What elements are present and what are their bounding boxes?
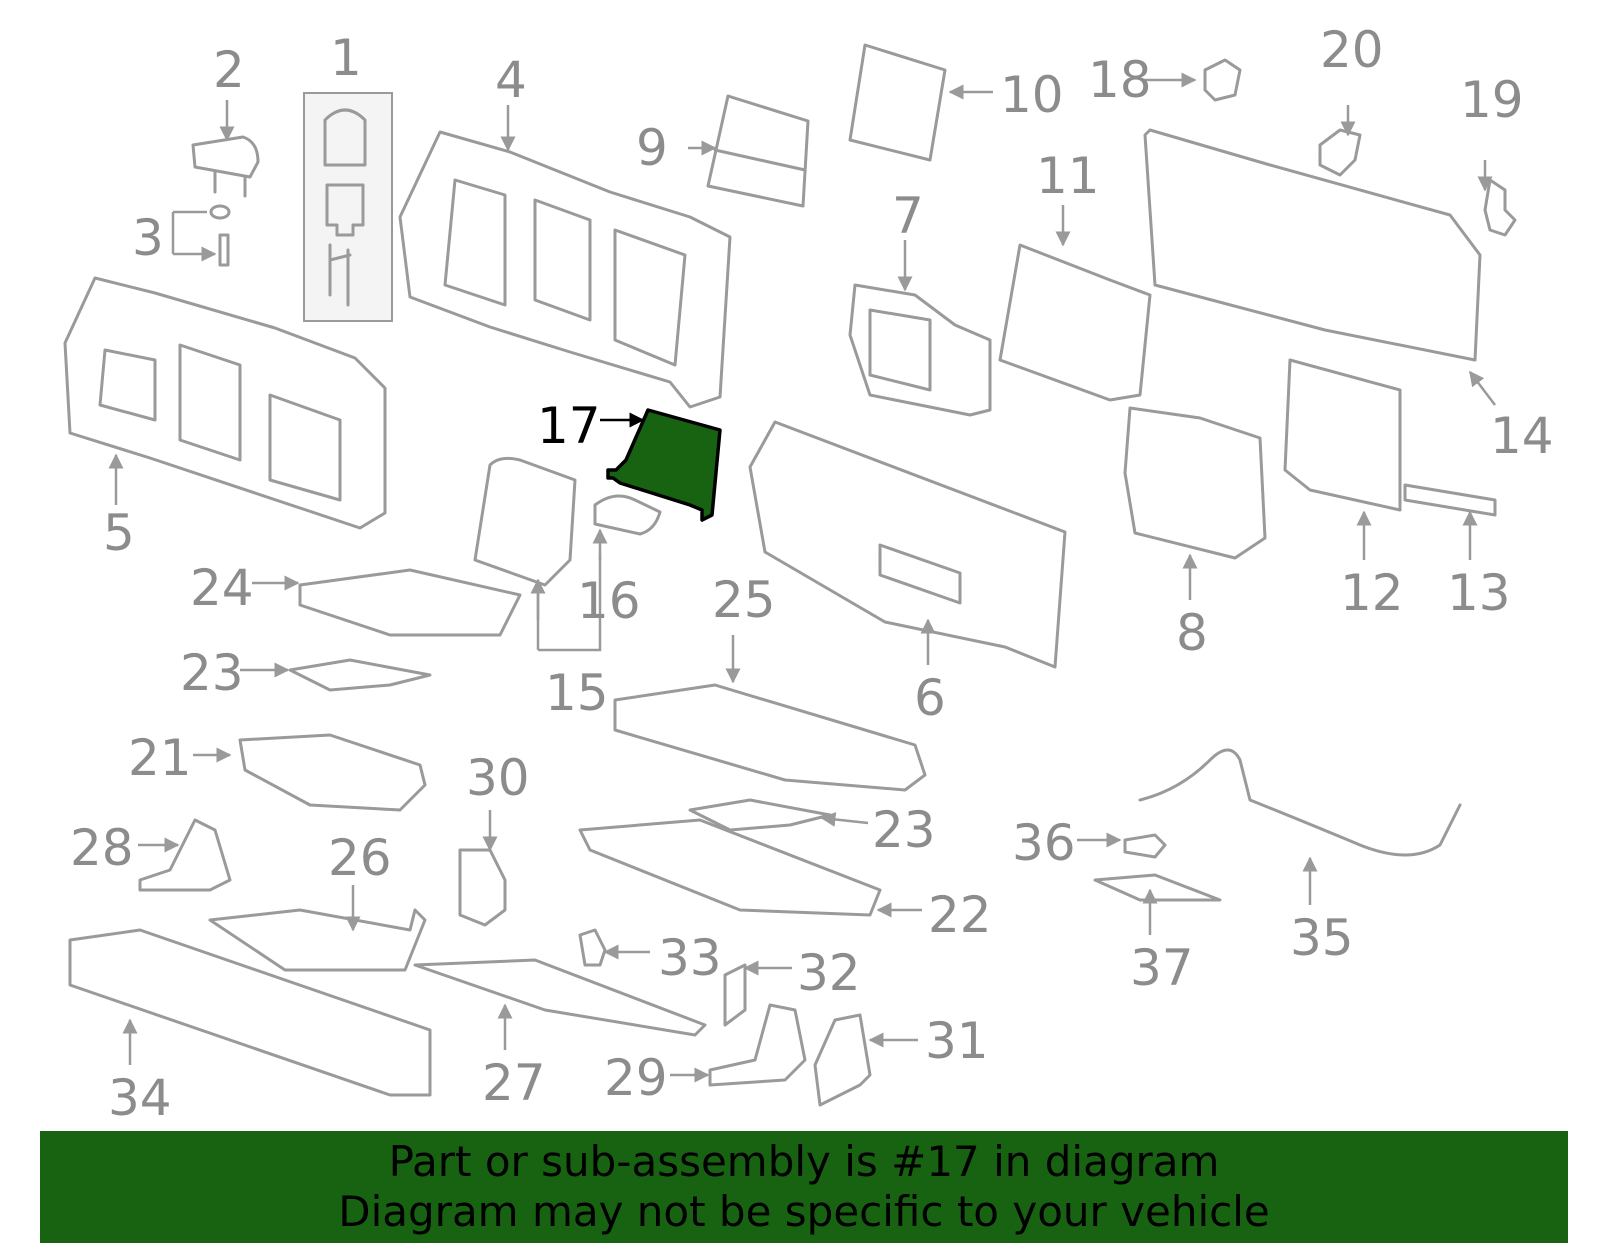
part-24-cushion[interactable] <box>298 568 522 637</box>
part-3-bolt-washer[interactable] <box>171 204 231 265</box>
callout-5: 5 <box>103 504 135 562</box>
banner-line-2: Diagram may not be specific to your vehi… <box>338 1187 1270 1236</box>
callout-30: 30 <box>466 749 530 807</box>
callout-9: 9 <box>636 119 668 177</box>
part-25-cushion[interactable] <box>613 683 927 792</box>
callout-21: 21 <box>128 729 192 787</box>
callout-13: 13 <box>1447 564 1511 622</box>
part-35-harness[interactable] <box>1138 748 1462 857</box>
callout-25: 25 <box>712 571 776 629</box>
part-33-clip[interactable] <box>578 928 607 967</box>
part-30-bracket[interactable] <box>458 848 507 927</box>
part-19-hinge[interactable] <box>1483 178 1517 237</box>
callout-31: 31 <box>925 1012 989 1070</box>
part-21-cushion[interactable] <box>238 733 427 812</box>
callout-24: 24 <box>190 559 254 617</box>
part-8-panel[interactable] <box>1123 406 1267 560</box>
callout-20: 20 <box>1320 21 1384 79</box>
callout-17-highlighted: 17 <box>537 397 601 455</box>
part-7-bracket[interactable] <box>848 283 992 417</box>
callout-19: 19 <box>1460 71 1524 129</box>
callout-29: 29 <box>604 1049 668 1107</box>
part-22-tray[interactable] <box>578 818 882 917</box>
callout-37: 37 <box>1130 939 1194 997</box>
part-31-cover[interactable] <box>813 1013 872 1107</box>
callout-14: 14 <box>1490 407 1554 465</box>
part-37-bracket[interactable] <box>1093 873 1222 902</box>
part-29-bracket[interactable] <box>708 1003 807 1087</box>
part-5-seat-back[interactable] <box>63 276 387 530</box>
callout-23-upper: 23 <box>180 644 244 702</box>
part-27-frame[interactable] <box>413 958 707 1037</box>
callout-35: 35 <box>1290 909 1354 967</box>
part-11-panel[interactable] <box>998 243 1152 402</box>
callout-16: 16 <box>577 572 641 630</box>
part-2-headrest[interactable] <box>191 135 260 198</box>
callout-22: 22 <box>928 886 992 944</box>
callout-6: 6 <box>914 669 946 727</box>
callout-26: 26 <box>328 829 392 887</box>
part-13-pad[interactable] <box>1403 483 1497 517</box>
part-23-pad-lower[interactable] <box>688 798 832 832</box>
callout-27: 27 <box>482 1054 546 1112</box>
part-36-connector[interactable] <box>1123 833 1167 859</box>
callout-36: 36 <box>1012 814 1076 872</box>
part-28-bracket[interactable] <box>138 818 232 892</box>
callout-18: 18 <box>1088 51 1152 109</box>
leader-lines <box>108 72 1496 1083</box>
callout-32: 32 <box>797 944 861 1002</box>
banner-line-1: Part or sub-assembly is #17 in diagram <box>388 1137 1220 1186</box>
callout-15: 15 <box>545 664 609 722</box>
callout-3: 3 <box>132 209 164 267</box>
part-14-panel[interactable] <box>1143 128 1482 362</box>
part-20-hinge[interactable] <box>1318 128 1362 177</box>
callout-11: 11 <box>1036 147 1100 205</box>
part-12-panel[interactable] <box>1283 358 1402 512</box>
part-18-hinge[interactable] <box>1203 58 1242 102</box>
part-6-rear-panel[interactable] <box>748 420 1067 669</box>
part-26-bracket[interactable] <box>208 908 427 972</box>
callout-12: 12 <box>1340 564 1404 622</box>
part-10-cover[interactable] <box>848 43 947 162</box>
part-1-headrest-kit[interactable] <box>303 92 393 322</box>
callout-23-lower: 23 <box>872 801 936 859</box>
part-17-highlighted[interactable] <box>606 408 722 522</box>
callout-7: 7 <box>892 187 924 245</box>
part-23-pad-upper[interactable] <box>288 658 432 692</box>
part-15-armrest[interactable] <box>473 456 577 587</box>
callout-8: 8 <box>1176 604 1208 662</box>
callout-28: 28 <box>70 819 134 877</box>
part-32-bracket[interactable] <box>723 963 747 1027</box>
callout-10: 10 <box>1000 66 1064 124</box>
part-34-panel[interactable] <box>68 928 432 1097</box>
callout-4: 4 <box>495 51 527 109</box>
part-9-cover[interactable] <box>706 94 810 208</box>
callout-2: 2 <box>213 41 245 99</box>
callout-labels: 1 2 3 4 5 6 7 8 9 10 11 12 13 14 15 16 1… <box>70 21 1554 1127</box>
callout-1: 1 <box>330 29 362 87</box>
info-banner: Part or sub-assembly is #17 in diagram D… <box>40 1131 1568 1243</box>
callout-34: 34 <box>108 1069 172 1127</box>
part-16-cupholder[interactable] <box>593 494 662 536</box>
part-4-seat-back-frame[interactable] <box>398 130 732 409</box>
callout-33: 33 <box>658 929 722 987</box>
